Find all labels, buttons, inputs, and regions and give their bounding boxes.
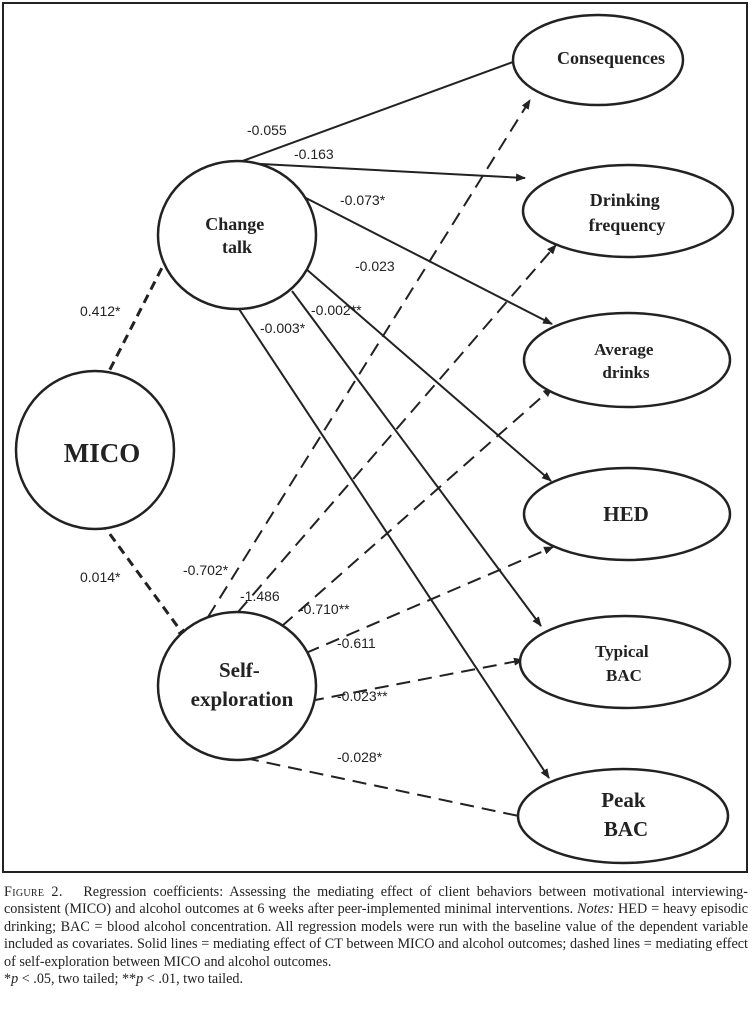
coef-ct-consequences: -0.055 xyxy=(247,122,287,138)
sig-p2: p xyxy=(136,971,144,988)
node-self-exploration xyxy=(156,610,318,762)
node-mico xyxy=(14,369,176,531)
label-change-talk: Change talk xyxy=(205,214,269,257)
node-peak-bac xyxy=(516,767,730,865)
edge-ct-peak xyxy=(236,305,550,779)
figure-caption: Figure 2. Regression coefficients: Asses… xyxy=(4,884,748,988)
edge-se-frequency xyxy=(237,244,557,613)
coef-se-average: -0.710** xyxy=(299,601,350,617)
edge-se-average xyxy=(281,387,553,627)
coef-mico-se: 0.014* xyxy=(80,569,121,585)
edge-ct-frequency xyxy=(242,162,526,182)
coef-ct-typical: -0.002** xyxy=(311,302,362,318)
label-mico: MICO xyxy=(64,438,141,468)
figure-label: Figure 2. xyxy=(4,884,63,900)
sig-star: * xyxy=(4,971,12,988)
label-consequences: Consequences xyxy=(557,48,665,68)
edge-ct-average xyxy=(301,195,553,325)
coef-ct-hed: -0.023 xyxy=(355,258,395,274)
coef-ct-frequency: -0.163 xyxy=(294,146,334,162)
edge-ct-hed xyxy=(297,261,552,482)
coef-se-typical: -0.023** xyxy=(337,688,388,704)
node-change-talk xyxy=(156,159,318,311)
label-drinking-frequency: Drinking frequency xyxy=(589,190,666,235)
coef-mico-ct: 0.412* xyxy=(80,303,121,319)
node-average-drinks xyxy=(522,311,732,409)
edge-mico-ct xyxy=(101,253,171,384)
sig-text1: < .05, two tailed; ** xyxy=(18,971,137,988)
coef-se-frequency: -1.486 xyxy=(240,588,280,604)
edge-se-hed xyxy=(305,546,554,654)
path-diagram: MICO Change talk Self- exploration Conse… xyxy=(14,13,735,865)
node-typical-bac xyxy=(518,614,732,710)
edge-ct-consequences xyxy=(236,57,525,164)
caption-notes: HED = heavy episodic drinking; BAC = blo… xyxy=(4,901,749,970)
node-drinking-frequency xyxy=(521,163,735,259)
coef-se-consequences: -0.702* xyxy=(183,562,229,578)
caption-notes-label: Notes: xyxy=(577,901,615,918)
caption-main: Regression coefficients: Assessing the m… xyxy=(4,884,748,918)
label-typical-bac: Typical BAC xyxy=(595,642,653,685)
node-consequences xyxy=(511,13,685,107)
coef-se-peak: -0.028* xyxy=(337,749,383,765)
label-peak-bac: Peak BAC xyxy=(601,788,651,841)
edge-se-consequences xyxy=(207,99,531,618)
coef-se-hed: -0.611 xyxy=(337,635,376,651)
edge-se-typical xyxy=(309,657,524,702)
edge-se-peak xyxy=(244,757,529,821)
sig-text2: < .01, two tailed. xyxy=(143,971,244,988)
caption-paragraph: Figure 2. Regression coefficients: Asses… xyxy=(4,884,748,971)
caption-significance: *p < .05, two tailed; **p < .01, two tai… xyxy=(4,971,748,988)
edge-mico-se xyxy=(99,521,188,639)
label-hed: HED xyxy=(603,502,649,526)
coef-ct-average: -0.073* xyxy=(340,192,386,208)
label-average-drinks: Average drinks xyxy=(594,340,657,382)
coef-ct-peak: -0.003* xyxy=(260,320,306,336)
label-self-exploration: Self- exploration xyxy=(191,658,294,711)
node-hed xyxy=(522,466,732,562)
sig-p1: p xyxy=(11,971,19,988)
